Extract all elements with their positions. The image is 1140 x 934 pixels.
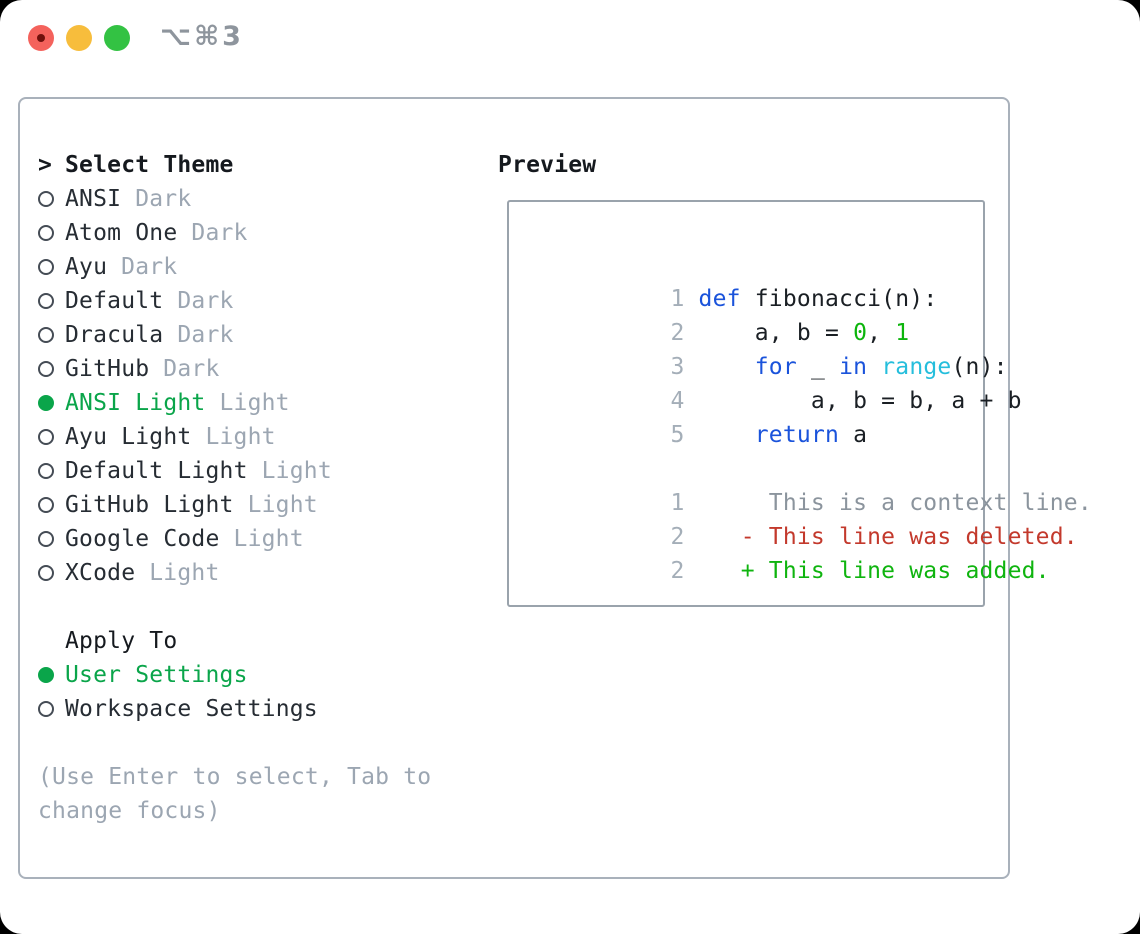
radio-unselected-icon xyxy=(38,497,54,513)
theme-item-ayu-light[interactable]: Ayu Light Light xyxy=(38,420,332,454)
theme-item-google-code[interactable]: Google Code Light xyxy=(38,522,332,556)
radio-unselected-icon xyxy=(38,293,54,309)
radio-selected-icon xyxy=(38,667,54,683)
theme-item-github-dark[interactable]: GitHub Dark xyxy=(38,352,332,386)
theme-item-ayu-dark[interactable]: Ayu Dark xyxy=(38,250,332,284)
theme-list-title: Select Theme xyxy=(65,152,234,178)
apply-to-group: Apply To User Settings Workspace Setting… xyxy=(38,624,318,726)
theme-item-ansi-light[interactable]: ANSI Light Light xyxy=(38,386,332,420)
close-button[interactable] xyxy=(28,25,54,51)
preview-title: Preview xyxy=(498,152,597,178)
diff-deleted-line: 2 - This line was deleted. xyxy=(670,524,1078,550)
radio-selected-icon xyxy=(38,395,54,411)
hint-line-1: (Use Enter to select, Tab to xyxy=(38,764,432,790)
diff-context-line: 1 This is a context line. xyxy=(670,490,1092,516)
theme-item-xcode[interactable]: XCode Light xyxy=(38,556,332,590)
code-line: 5 return a xyxy=(670,422,868,448)
theme-item-default-light[interactable]: Default Light Light xyxy=(38,454,332,488)
apply-to-title: Apply To xyxy=(65,628,178,654)
theme-item-atom-one-dark[interactable]: Atom One Dark xyxy=(38,216,332,250)
theme-item-dracula-dark[interactable]: Dracula Dark xyxy=(38,318,332,352)
keyboard-hint: (Use Enter to select, Tab to change focu… xyxy=(38,760,431,828)
theme-list-header: > Select Theme xyxy=(38,148,332,182)
theme-picker-panel: > Select Theme ANSI Dark Atom One Dark A… xyxy=(18,97,1092,879)
diff-added-line: 2 + This line was added. xyxy=(670,558,1050,584)
apply-to-workspace-settings[interactable]: Workspace Settings xyxy=(38,692,318,726)
radio-unselected-icon xyxy=(38,361,54,377)
theme-list: > Select Theme ANSI Dark Atom One Dark A… xyxy=(38,148,332,590)
code-line: 4 a, b = b, a + b xyxy=(670,388,1022,414)
zoom-button[interactable] xyxy=(104,25,130,51)
radio-unselected-icon xyxy=(38,327,54,343)
theme-item-github-light[interactable]: GitHub Light Light xyxy=(38,488,332,522)
titlebar: ⌥⌘3 xyxy=(0,0,1140,70)
apply-to-user-settings[interactable]: User Settings xyxy=(38,658,318,692)
minimize-button[interactable] xyxy=(66,25,92,51)
hint-line-2: change focus) xyxy=(38,798,221,824)
theme-item-default-dark[interactable]: Default Dark xyxy=(38,284,332,318)
apply-to-header: Apply To xyxy=(38,624,318,658)
radio-unselected-icon xyxy=(38,225,54,241)
radio-unselected-icon xyxy=(38,531,54,547)
radio-unselected-icon xyxy=(38,191,54,207)
radio-unselected-icon xyxy=(38,701,54,717)
radio-unselected-icon xyxy=(38,429,54,445)
radio-unselected-icon xyxy=(38,463,54,479)
radio-unselected-icon xyxy=(38,259,54,275)
code-line: 2 a, b = 0, 1 xyxy=(670,320,910,346)
code-line: 3 for _ in range(n): xyxy=(670,354,1008,380)
theme-item-ansi-dark[interactable]: ANSI Dark xyxy=(38,182,332,216)
pointer-icon: > xyxy=(38,152,53,178)
window-title: ⌥⌘3 xyxy=(160,21,244,52)
radio-unselected-icon xyxy=(38,565,54,581)
